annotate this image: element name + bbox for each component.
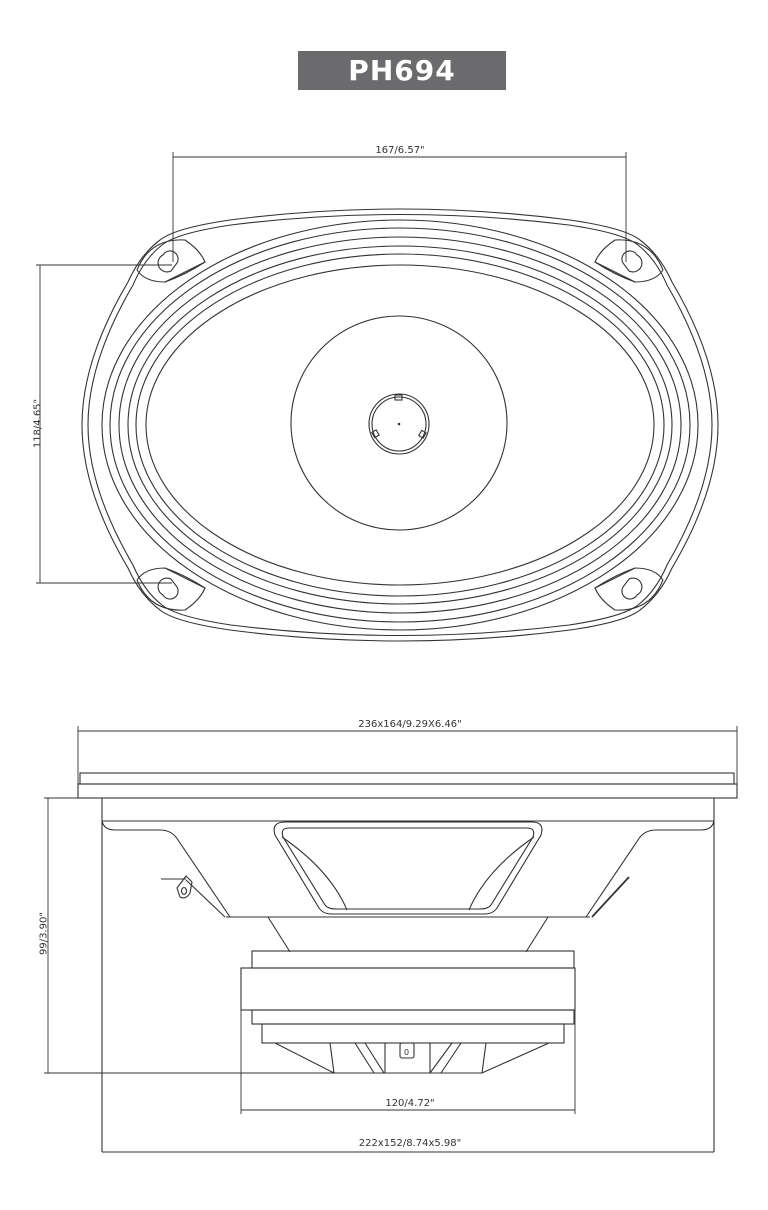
- outer-frame: [81, 208, 719, 642]
- hole-spacing-dimension: [172, 152, 627, 262]
- depth-dimension: [44, 797, 345, 1074]
- terminal-left: [161, 875, 226, 918]
- magnet-dimension: [240, 1010, 576, 1114]
- overall-frame-label: 236x164/9.29X6.46": [358, 719, 462, 730]
- model-title: PH694: [348, 54, 456, 87]
- model-title-badge: PH694: [298, 51, 506, 90]
- cone: [290, 315, 508, 531]
- mounting-depth-label: 99/3.90": [38, 912, 50, 955]
- mount-ear-bottom-left: [136, 567, 206, 611]
- hole-vertical-label: 118/4.65": [32, 398, 44, 449]
- mount-ear-top-right: [594, 239, 664, 283]
- cutout-size-label: 222x152/8.74x5.98": [358, 1138, 462, 1149]
- front-view: [36, 152, 719, 642]
- mount-ear-bottom-right: [594, 567, 664, 611]
- surround-rings: [101, 219, 699, 631]
- center-tweeter: [368, 393, 430, 455]
- basket: [101, 798, 715, 1152]
- side-view: 0: [44, 726, 738, 1153]
- mount-ear-top-left: [136, 239, 206, 283]
- terminal-right: [591, 876, 630, 918]
- magnet-assembly: 0: [240, 950, 576, 1074]
- overall-frame-dimension: [77, 726, 738, 784]
- terminal-label: 0: [404, 1048, 409, 1057]
- mounting-flange: [77, 772, 738, 799]
- hole-spacing-label: 167/6.57": [375, 145, 425, 156]
- magnet-diameter-label: 120/4.72": [385, 1098, 435, 1109]
- hole-vertical-dimension: [36, 264, 172, 584]
